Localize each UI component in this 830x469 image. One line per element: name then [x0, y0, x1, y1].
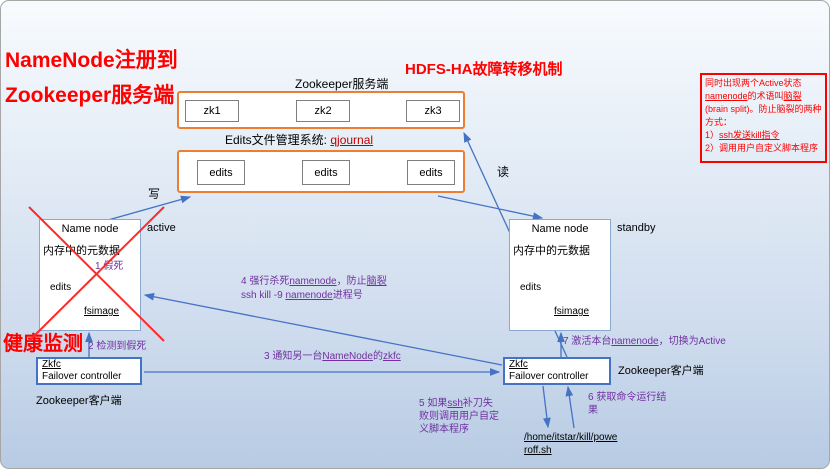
health-monitor-title: 健康监测 — [3, 333, 83, 355]
zk-node-2: zk2 — [296, 100, 350, 122]
qjournal-link: qjournal — [330, 133, 374, 147]
zkfc-right-box: Zkfc Failover controller — [503, 357, 611, 385]
zkfc-left-box: Zkfc Failover controller — [36, 357, 142, 385]
note-item2: 2）调用用户自定义脚本程序 — [705, 143, 819, 153]
step5-ssh-link: ssh — [447, 398, 463, 409]
write-label: 写 — [148, 187, 161, 201]
step3-namenode-link: NameNode — [322, 351, 373, 362]
zk-client-label-right: Zookeeper客户端 — [618, 365, 704, 377]
namenode-standby-box: Name node 内存中的元数据 edits fsimage — [509, 219, 611, 331]
registration-title-line2: Zookeeper服务端 — [5, 84, 175, 107]
namenode-standby-memory: 内存中的元数据 — [513, 245, 590, 257]
namenode-active-title: Name node — [61, 223, 119, 235]
namenode-standby-edits: edits — [520, 282, 542, 293]
step7-text: 7 激活本台 — [563, 336, 612, 347]
namenode-standby-fsimage: fsimage — [554, 306, 590, 317]
zk-client-label-left: Zookeeper客户端 — [36, 395, 122, 407]
zkfc-right-subtitle: Failover controller — [509, 371, 589, 382]
note-line1: 同时出现两个Active状态 — [705, 78, 802, 88]
zkfc-left-subtitle: Failover controller — [42, 371, 122, 382]
step4-kill-suffix: 进程号 — [332, 290, 363, 301]
zkfc-left-name: Zkfc — [42, 359, 61, 370]
namenode-active-memory: 内存中的元数据 — [43, 245, 120, 257]
edits-cluster-box: edits edits edits — [177, 150, 465, 193]
namenode-active-edits: edits — [50, 282, 72, 293]
step4-kill-cmd: ssh kill -9 — [241, 290, 286, 301]
step5-label: 5 如果ssh补刀失败则调用用户自定义脚本程序 — [419, 397, 499, 436]
zookeeper-cluster-box: zk1 zk2 zk3 — [177, 91, 465, 129]
zookeeper-cluster-label: Zookeeper服务端 — [295, 77, 389, 91]
edits-node-2: edits — [302, 160, 350, 185]
step3-zkfc-link: zkfc — [382, 351, 401, 362]
script-path-label: /home/itstar/kill/poweroff.sh — [524, 432, 618, 456]
step4-text: 4 强行杀死 — [241, 276, 290, 287]
edits-system-label: Edits文件管理系统: qjournal — [225, 131, 373, 148]
note-line3: 防止脑裂的两种方式： — [705, 104, 822, 127]
namenode-active-fsimage: fsimage — [84, 306, 120, 317]
step4-text-mid: ，防止 — [336, 276, 367, 287]
step4-namenode-link: namenode — [289, 276, 337, 287]
zk-node-1: zk1 — [185, 100, 239, 122]
read-label: 读 — [497, 165, 510, 179]
step4-label: 4 强行杀死namenode，防止脑裂 ssh kill -9 namenode… — [241, 275, 387, 303]
note-item1-num: 1） — [705, 130, 720, 140]
step4-brainsplit-link: 脑裂 — [366, 276, 387, 287]
note-namenode-link: namenode — [705, 91, 748, 101]
namenode-standby-title: Name node — [531, 223, 589, 235]
page-title: HDFS-HA故障转移机制 — [405, 61, 563, 78]
registration-title-line1: NameNode注册到 — [5, 49, 178, 72]
step7-label: 7 激活本台namenode，切换为Active — [563, 335, 726, 349]
step7-suffix: ，切换为Active — [658, 336, 726, 347]
note-brainsplit-link: 脑裂 — [783, 91, 802, 101]
step4-kill-namenode-link: namenode — [285, 290, 333, 301]
zkfc-right-name: Zkfc — [509, 359, 528, 370]
step3-text-mid: 的 — [372, 351, 383, 362]
active-state-label: active — [147, 222, 176, 234]
zk-node-3: zk3 — [406, 100, 460, 122]
step2-label: 2 检测到假死 — [88, 341, 147, 352]
step7-namenode-link: namenode — [611, 336, 659, 347]
edits-node-1: edits — [197, 160, 245, 185]
note-line2-mid: 的术语叫 — [747, 91, 784, 101]
step5-suffix: 补刀失败则调用用户自定义脚本程序 — [419, 398, 499, 435]
namenode-active-box: Name node 内存中的元数据 1 假死 edits fsimage — [39, 219, 141, 331]
edits-node-3: edits — [407, 160, 455, 185]
standby-state-label: standby — [617, 222, 656, 234]
step3-text: 3 通知另一台 — [264, 351, 323, 362]
step5-text: 5 如果 — [419, 398, 448, 409]
step3-label: 3 通知另一台NameNode的zkfc — [264, 350, 401, 364]
step1-fake-death-label: 1 假死 — [95, 261, 124, 272]
step6-label: 6 获取命令运行结果 — [588, 392, 667, 416]
edits-system-label-text: Edits文件管理系统: — [225, 133, 331, 147]
note-line2-post: (brain split)。 — [705, 104, 759, 114]
brain-split-note-box: 同时出现两个Active状态 namenode的术语叫脑裂 (brain split… — [700, 73, 827, 163]
registration-title: NameNode注册到 Zookeeper服务端 — [5, 43, 178, 113]
note-ssh-kill-link: ssh发送kill指令 — [719, 130, 780, 140]
